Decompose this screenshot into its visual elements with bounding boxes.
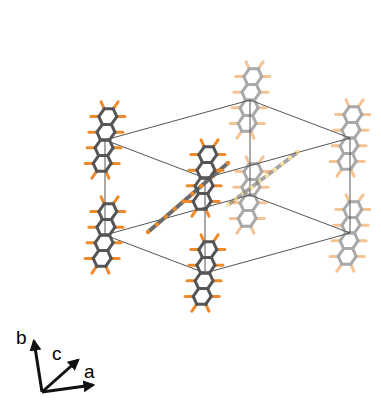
molecules [85,62,370,311]
axis-label: a [84,362,95,381]
cell-edge [205,233,350,273]
cell-edge [250,195,350,233]
molecule [185,140,225,216]
molecule [330,195,370,271]
molecule [330,100,370,176]
molecule [230,62,270,138]
cell-edge [105,195,250,235]
cell-edge [205,138,350,178]
cell-edge [105,100,250,140]
cell-edge [250,100,350,138]
axis-label: b [16,328,27,347]
unit-cell [105,100,350,273]
molecule [85,197,125,273]
axis-label: c [52,344,62,363]
molecule [85,102,125,178]
axis-arrow [34,341,42,392]
cell-edge [105,235,205,273]
cell-edge [105,140,205,178]
edge-on-molecule [226,150,300,207]
edge-on-molecule [146,161,230,234]
molecule [230,157,270,233]
axis-arrow [42,385,93,392]
molecule [185,235,225,311]
